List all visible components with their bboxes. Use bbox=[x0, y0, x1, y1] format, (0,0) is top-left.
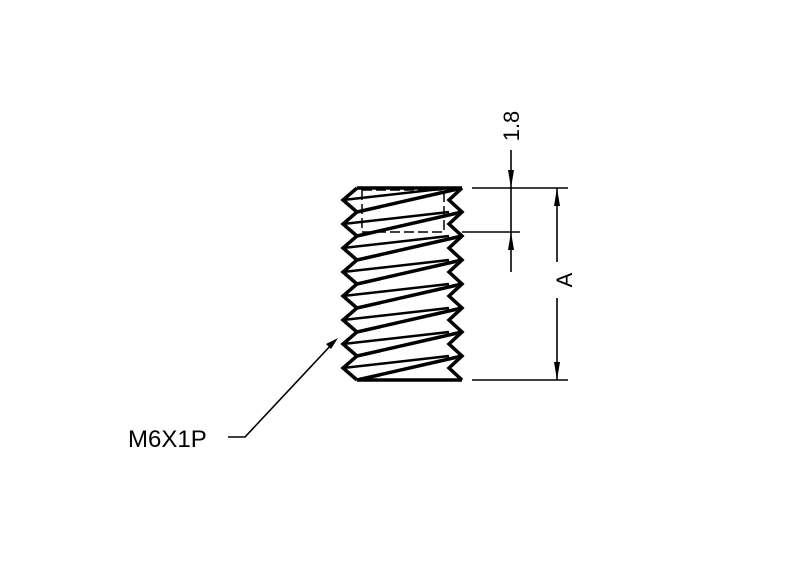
thread-helix-line bbox=[342, 330, 450, 346]
arrow-down-icon bbox=[508, 170, 514, 188]
thread-helix-line bbox=[342, 282, 450, 298]
arrow-up-icon bbox=[554, 188, 560, 206]
arrow-down-icon bbox=[554, 362, 560, 380]
thread-helix-line bbox=[342, 186, 450, 202]
thread-helix-line bbox=[342, 354, 450, 370]
thread-helix-line bbox=[342, 234, 450, 250]
dimension-a bbox=[472, 188, 568, 381]
thread-profile-left bbox=[340, 186, 360, 382]
thread-helix-line bbox=[342, 306, 450, 322]
thread-helix-line bbox=[356, 330, 463, 358]
dimension-1-8 bbox=[462, 150, 568, 272]
thread-helix-line bbox=[356, 282, 463, 310]
thread-helix-line bbox=[342, 258, 450, 274]
hidden-feature-outline bbox=[361, 189, 445, 233]
thread-helix-line bbox=[356, 306, 463, 334]
leader-arrow-icon bbox=[326, 338, 338, 349]
thread-helix-line bbox=[356, 354, 463, 382]
dim-small-label: 1.8 bbox=[499, 111, 524, 142]
threaded-insert bbox=[340, 186, 465, 382]
thread-helix-line bbox=[356, 258, 463, 286]
dim-length-label: A bbox=[552, 272, 577, 287]
thread-callout-label: M6X1P bbox=[128, 426, 207, 453]
thread-helix-line bbox=[356, 234, 463, 262]
thread-helix-line bbox=[342, 210, 450, 226]
leader-line bbox=[228, 338, 338, 438]
arrow-up-icon bbox=[508, 232, 514, 250]
